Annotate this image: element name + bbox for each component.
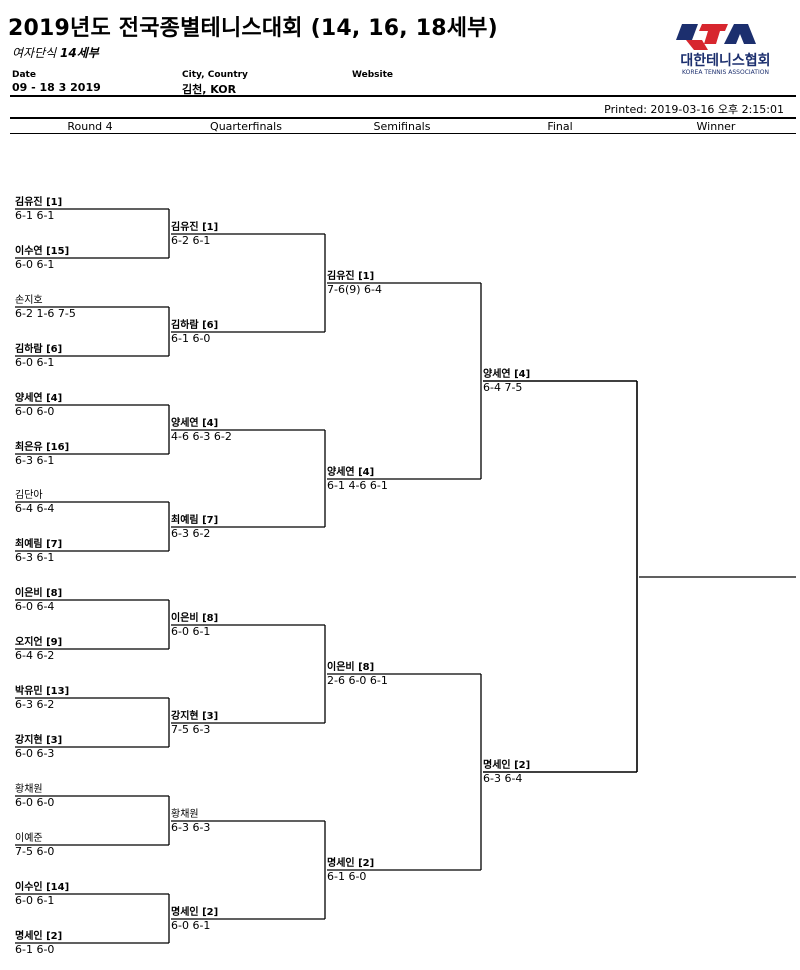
semifinals-player-name: 양세연 [4]	[327, 467, 375, 478]
header-rule-bottom	[10, 133, 796, 134]
quarterfinals-match-score: 6-3 6-2	[171, 527, 211, 540]
semifinals-player-name: 김유진 [1]	[327, 271, 375, 282]
page-title: 2019년도 전국종별테니스대회 (14, 16, 18세부)	[8, 16, 498, 41]
round4-match-score: 6-2 1-6 7-5	[15, 307, 76, 320]
round4-match-score: 6-3 6-1	[15, 454, 55, 467]
semifinals-match-score: 2-6 6-0 6-1	[327, 674, 388, 687]
quarterfinals-player-name: 최예림 [7]	[171, 515, 219, 526]
date-label: Date	[12, 70, 36, 80]
round4-player-name: 황채원	[15, 784, 43, 795]
round-header-final: Final	[547, 120, 573, 133]
round4-player-name: 최예림 [7]	[15, 539, 63, 550]
logo-subtitle: KOREA TENNIS ASSOCIATION	[682, 69, 769, 76]
quarterfinals-match-score: 4-6 6-3 6-2	[171, 430, 232, 443]
round-header-round4: Round 4	[67, 120, 113, 133]
round4-match-score: 6-0 6-1	[15, 258, 55, 271]
semifinals-match-score: 6-1 4-6 6-1	[327, 479, 388, 492]
round4-match-score: 6-3 6-2	[15, 698, 55, 711]
date-value: 09 - 18 3 2019	[12, 81, 101, 94]
final-match-score: 6-3 6-4	[483, 772, 523, 785]
round4-match-score: 6-3 6-1	[15, 551, 55, 564]
round4-player-name: 이수인 [14]	[15, 882, 70, 893]
quarterfinals-player-name: 김하람 [6]	[171, 320, 219, 331]
quarterfinals-match-score: 7-5 6-3	[171, 723, 211, 736]
header-rule-middle	[10, 117, 796, 119]
quarterfinals-player-name: 이은비 [8]	[171, 613, 219, 624]
round4-player-name: 강지현 [3]	[15, 735, 63, 746]
semifinals-match-score: 7-6(9) 6-4	[327, 283, 383, 296]
quarterfinals-player-name: 명세인 [2]	[171, 907, 219, 918]
quarterfinals-match-score: 6-0 6-1	[171, 919, 211, 932]
final-player-name: 명세인 [2]	[483, 760, 531, 771]
round4-player-name: 김하람 [6]	[15, 344, 63, 355]
website-label: Website	[352, 70, 394, 80]
round-header-semifinals: Semifinals	[373, 120, 431, 133]
quarterfinals-match-score: 6-3 6-3	[171, 821, 211, 834]
round4-player-name: 이은비 [8]	[15, 588, 63, 599]
quarterfinals-player-name: 황채원	[171, 809, 199, 820]
quarterfinals-player-name: 강지현 [3]	[171, 711, 219, 722]
kta-logo-mark-icon	[676, 24, 756, 50]
semifinals-player-name: 이은비 [8]	[327, 662, 375, 673]
round4-player-name: 이예준	[15, 833, 43, 844]
round4-player-name: 박유민 [13]	[15, 686, 70, 697]
round4-player-name: 손지호	[15, 295, 43, 306]
semifinals-match-score: 6-1 6-0	[327, 870, 367, 883]
round4-match-score: 6-4 6-4	[15, 502, 55, 515]
semifinals-player-name: 명세인 [2]	[327, 858, 375, 869]
quarterfinals-match-score: 6-1 6-0	[171, 332, 211, 345]
round4-player-name: 최은유 [16]	[15, 442, 70, 453]
header-rule-top	[10, 95, 796, 97]
round4-player-name: 이수연 [15]	[15, 246, 70, 257]
round4-match-score: 6-0 6-0	[15, 405, 55, 418]
round4-player-name: 명세인 [2]	[15, 931, 63, 942]
round4-player-name: 오지언 [9]	[15, 637, 63, 648]
final-player-name: 양세연 [4]	[483, 369, 531, 380]
quarterfinals-player-name: 김유진 [1]	[171, 222, 219, 233]
round4-match-score: 6-4 6-2	[15, 649, 55, 662]
logo-title: 대한테니스협회	[680, 53, 771, 69]
round4-player-name: 양세연 [4]	[15, 393, 63, 404]
event-type: 여자단식	[12, 46, 57, 60]
city-value: 김천, KOR	[182, 83, 237, 96]
round4-match-score: 6-1 6-0	[15, 943, 55, 956]
round4-match-score: 6-0 6-4	[15, 600, 55, 613]
final-match-score: 6-4 7-5	[483, 381, 523, 394]
round4-match-score: 6-1 6-1	[15, 209, 55, 222]
round-header-quarterfinals: Quarterfinals	[210, 120, 282, 133]
round4-player-name: 김유진 [1]	[15, 197, 63, 208]
quarterfinals-match-score: 6-0 6-1	[171, 625, 211, 638]
round4-match-score: 6-0 6-0	[15, 796, 55, 809]
round4-match-score: 6-0 6-1	[15, 894, 55, 907]
event-subtitle: 여자단식 14세부	[12, 44, 99, 61]
quarterfinals-match-score: 6-2 6-1	[171, 234, 211, 247]
kta-logo: 대한테니스협회 KOREA TENNIS ASSOCIATION	[668, 20, 783, 84]
printed-timestamp: Printed: 2019-03-16 오후 2:15:01	[604, 103, 784, 116]
round4-match-score: 6-0 6-3	[15, 747, 55, 760]
round-header-winner: Winner	[696, 120, 736, 133]
city-label: City, Country	[182, 70, 248, 80]
round4-match-score: 7-5 6-0	[15, 845, 55, 858]
quarterfinals-player-name: 양세연 [4]	[171, 418, 219, 429]
round4-player-name: 김단아	[15, 490, 43, 501]
event-division: 14세부	[60, 46, 99, 60]
round4-match-score: 6-0 6-1	[15, 356, 55, 369]
